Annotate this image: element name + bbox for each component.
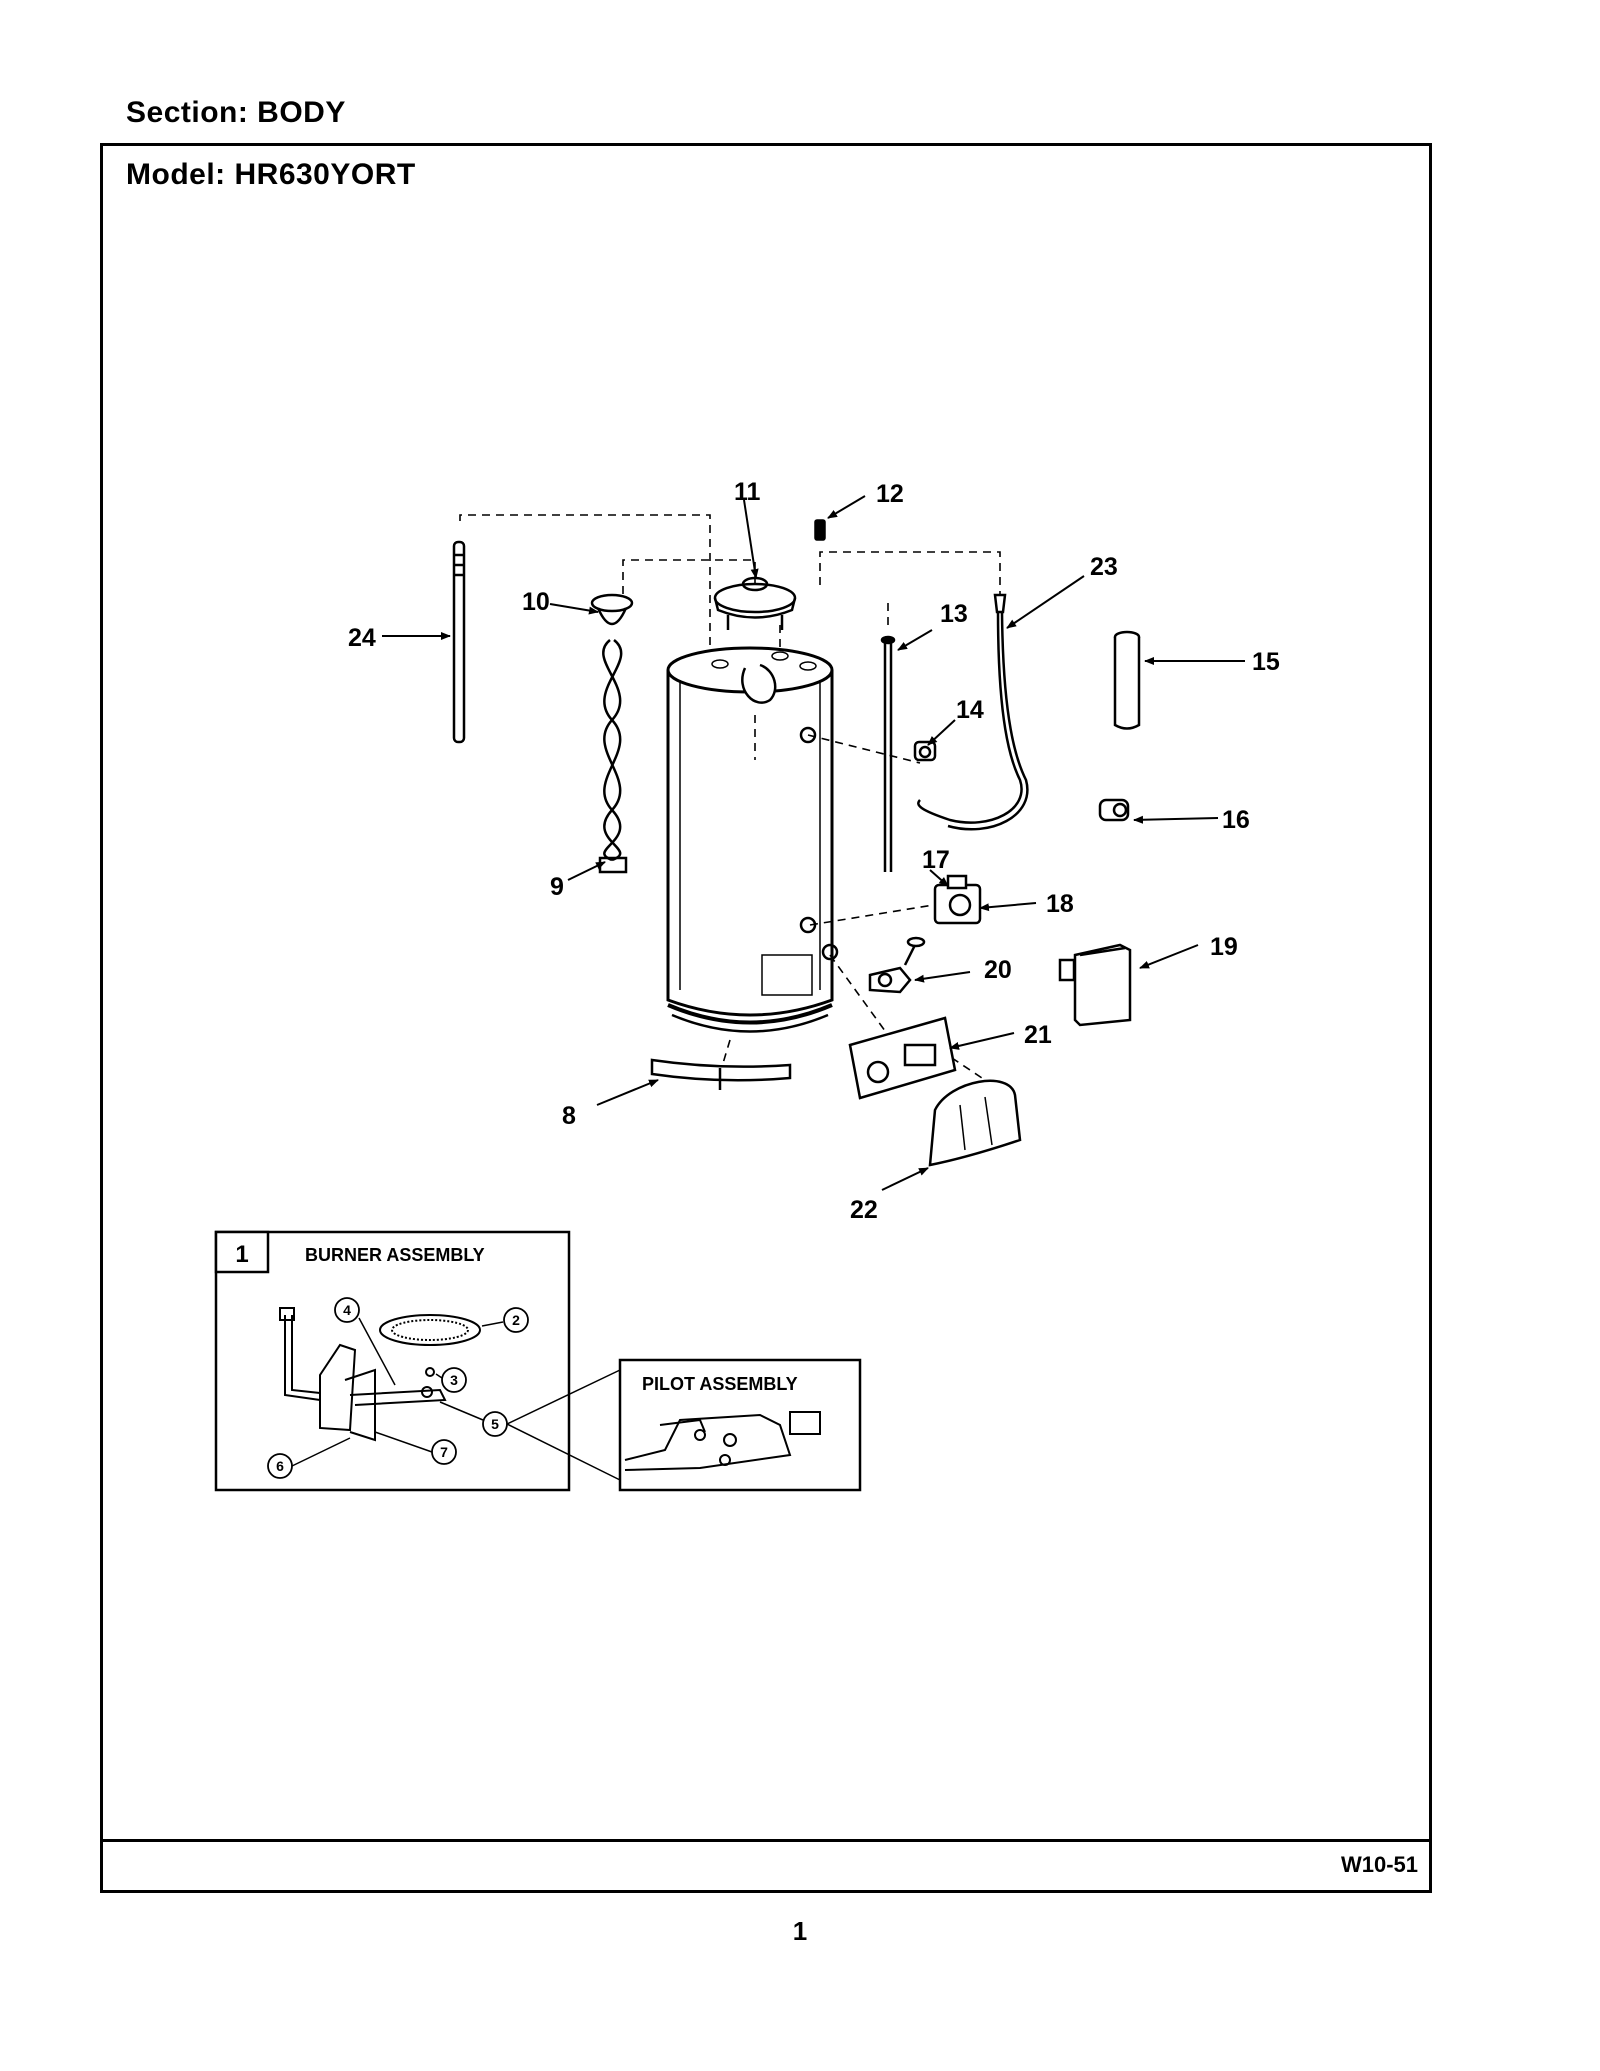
pilot-inset-title: PILOT ASSEMBLY	[642, 1374, 798, 1394]
callout-11: 11	[734, 478, 761, 506]
page-number: 1	[792, 1916, 808, 1946]
water-heater-tank	[666, 646, 839, 1033]
draft-hood-11	[713, 576, 797, 630]
model-title: Model: HR630YORT	[126, 158, 416, 191]
callout-24: 24	[348, 624, 376, 652]
flex-tube-23	[917, 593, 1029, 831]
callout-18: 18	[1046, 890, 1074, 918]
nipple-16	[1098, 798, 1130, 822]
skirt-8	[650, 1058, 792, 1090]
gas-valve-17-18	[933, 874, 982, 925]
callout-9: 9	[550, 873, 564, 901]
outer-door-21	[848, 1016, 957, 1100]
callout-8: 8	[562, 1102, 576, 1130]
burner-part-5: 5	[491, 1416, 499, 1432]
pilot-assembly-inset: PILOT ASSEMBLY	[618, 1358, 862, 1492]
callout-15: 15	[1252, 648, 1280, 676]
callout-16: 16	[1222, 806, 1250, 834]
callout-10: 10	[522, 588, 550, 616]
burner-inset-number: 1	[235, 1241, 248, 1268]
insulation-sleeve-15	[1113, 630, 1141, 730]
jacket-panel-22	[928, 1079, 1022, 1167]
burner-part-circles	[267, 1297, 529, 1479]
callout-17: 17	[922, 846, 950, 874]
callout-13: 13	[940, 600, 968, 628]
burner-part-4: 4	[343, 1302, 351, 1318]
burner-part-3: 3	[450, 1372, 458, 1388]
drawing-code: W10-51	[1340, 1852, 1418, 1877]
callout-12: 12	[876, 480, 904, 508]
relief-valve-12	[814, 519, 826, 541]
burner-part-7: 7	[440, 1444, 448, 1460]
footer-divider	[100, 1839, 1432, 1842]
burner-part-leaders	[291, 1317, 621, 1481]
callout-19: 19	[1210, 933, 1238, 961]
burner-assembly-inset: 1 BURNER ASSEMBLY	[214, 1230, 621, 1492]
callout-14: 14	[956, 696, 984, 724]
burner-inset-title: BURNER ASSEMBLY	[305, 1245, 485, 1265]
pilot-assembly-drawing	[624, 1411, 821, 1471]
burner-part-2: 2	[512, 1312, 520, 1328]
heat-trap-14	[913, 740, 937, 762]
callout-23: 23	[1090, 553, 1118, 581]
section-title: Section: BODY	[126, 96, 346, 129]
burner-part-6: 6	[276, 1458, 284, 1474]
burner-cover-19	[1058, 943, 1132, 1027]
burner-assembly-drawing	[279, 1307, 481, 1442]
anode-rod-24	[452, 540, 466, 744]
dip-tube-13	[880, 635, 896, 872]
callout-22: 22	[850, 1196, 878, 1224]
callout-arrows	[382, 495, 1245, 1191]
callout-20: 20	[984, 956, 1012, 984]
callout-21: 21	[1024, 1021, 1052, 1049]
flue-baffle-9-10	[590, 593, 634, 874]
diagram-frame	[100, 143, 1432, 1893]
drain-valve-20	[868, 936, 926, 994]
